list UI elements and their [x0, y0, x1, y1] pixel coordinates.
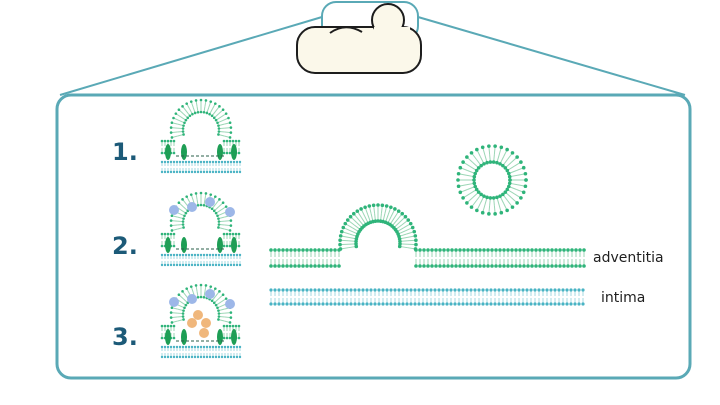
cell-icon [296, 3, 422, 74]
step-number-3: 3. [112, 323, 138, 351]
adventitia-membrane [269, 203, 586, 268]
step-1-illustration [160, 98, 242, 174]
intima-membrane [269, 288, 585, 306]
step-number-2: 2. [112, 232, 138, 260]
adventitia-label: adventitia [593, 250, 664, 266]
callout-line-right [417, 16, 686, 96]
intima-label: intima [601, 290, 645, 306]
step-number-1: 1. [112, 138, 138, 166]
callout-line-left [59, 16, 323, 96]
step-3-illustration [160, 283, 242, 359]
zoom-frame [55, 93, 692, 380]
free-vesicle-icon [456, 144, 528, 216]
step-2-illustration [160, 191, 242, 267]
